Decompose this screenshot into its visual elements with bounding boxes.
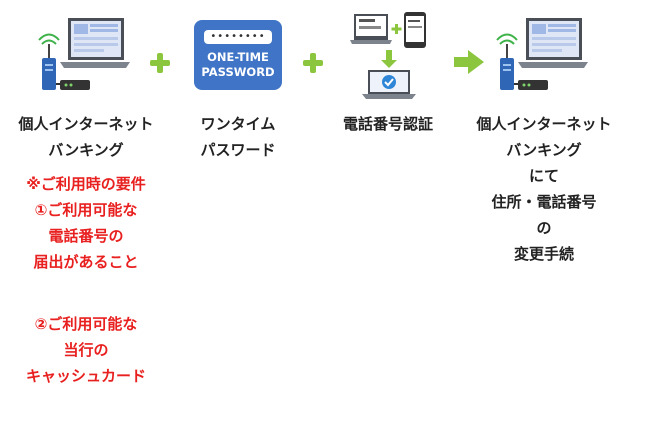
step1-label-line-1: 個人インターネット (18, 115, 154, 133)
step4-label-line-6: 変更手続 (513, 245, 574, 263)
step4-label-line-2: バンキング (506, 141, 582, 159)
token-display: •••••••• (204, 30, 272, 44)
token-label-line-2: PASSWORD (201, 65, 275, 79)
step1-requirement-2: ②ご利用可能な 当行の キャッシュカード (0, 311, 172, 389)
phone-verification-icon (350, 12, 426, 99)
step2-label-line-1: ワンタイム (200, 115, 276, 133)
one-time-password-token-icon: •••••••• ONE-TIME PASSWORD (194, 20, 282, 90)
step1-label: 個人インターネット バンキング (0, 111, 172, 163)
step4-label-line-1: 個人インターネット (476, 115, 612, 133)
token-label-line-1: ONE-TIME (207, 50, 269, 64)
step4-label: 個人インターネット バンキング にて 住所・電話番号 の 変更手続 (458, 111, 630, 267)
arrow-right-icon (454, 50, 484, 74)
req1-line-3: 届出があること (33, 253, 139, 271)
req1-line-1: ①ご利用可能な (34, 201, 138, 219)
plus-icon-2 (303, 53, 323, 73)
step4-label-line-4: 住所・電話番号 (491, 193, 597, 211)
req2-line-2: 当行の (63, 341, 109, 359)
step4-label-line-5: の (536, 219, 552, 237)
req1-line-2: 電話番号の (48, 227, 124, 245)
plus-icon-1 (150, 53, 170, 73)
requirement-title: ※ご利用時の要件 (26, 175, 146, 193)
step1-requirements: ※ご利用時の要件 ①ご利用可能な 電話番号の 届出があること (0, 171, 172, 275)
step2-label-line-2: パスワード (200, 141, 276, 159)
req2-line-1: ②ご利用可能な (34, 315, 138, 333)
step3-label: 電話番号認証 (330, 111, 446, 137)
step1-label-line-2: バンキング (48, 141, 124, 159)
step3-label-line-1: 電話番号認証 (342, 115, 433, 133)
laptop-router-icon-2 (496, 18, 588, 90)
laptop-router-icon-1 (38, 18, 130, 90)
step4-label-line-3: にて (528, 167, 559, 185)
token-label: ONE-TIME PASSWORD (194, 50, 282, 80)
req2-line-3: キャッシュカード (25, 367, 146, 385)
step2-label: ワンタイム パスワード (180, 111, 296, 163)
